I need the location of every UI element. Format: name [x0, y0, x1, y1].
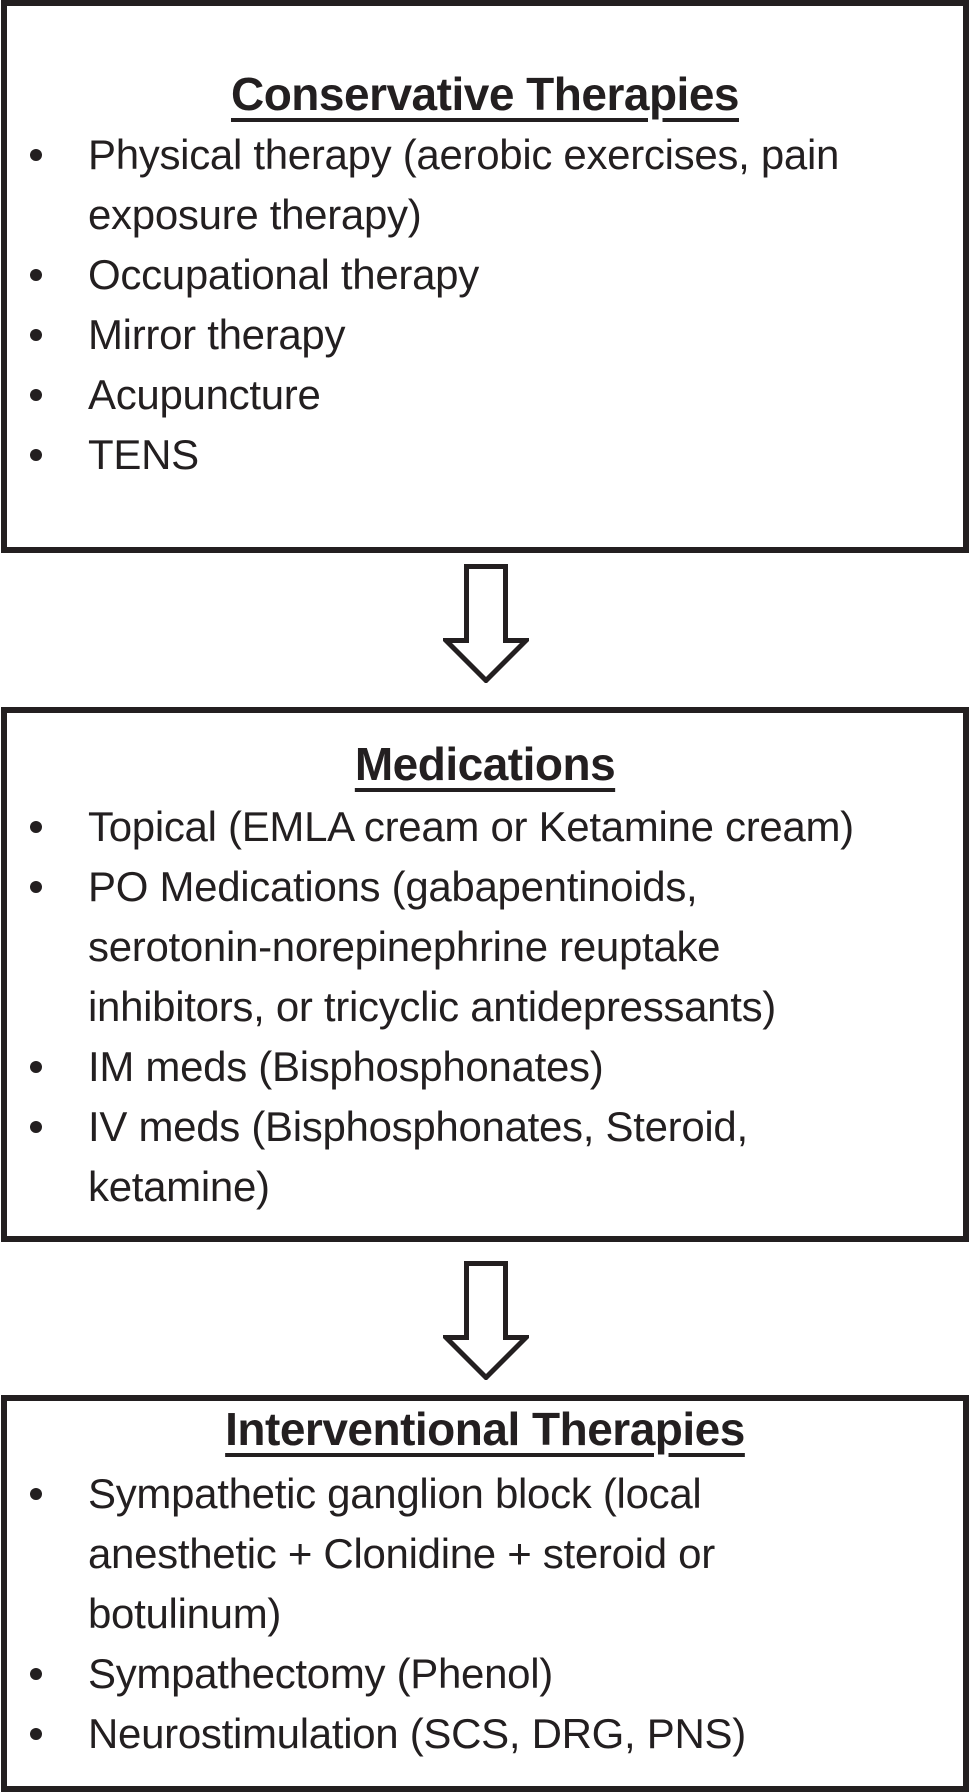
list-item: Topical (EMLA cream or Ketamine cream) [7, 797, 963, 857]
list-item: Neurostimulation (SCS, DRG, PNS) [7, 1704, 963, 1764]
list-item: TENS [7, 425, 963, 485]
list-item-continuation: ketamine) [88, 1163, 270, 1210]
list-item-continuation: serotonin-norepinephrine reuptake [88, 923, 721, 970]
bullet-list: Sympathetic ganglion block (local anesth… [7, 1464, 963, 1764]
list-item-continuation: anesthetic + Clonidine + steroid or [88, 1530, 715, 1577]
list-item: PO Medications (gabapentinoids, [7, 857, 963, 917]
list-item: Sympathectomy (Phenol) [7, 1644, 963, 1704]
interventional-therapies-box: Interventional Therapies Sympathetic gan… [1, 1395, 969, 1792]
down-arrow-icon [443, 1261, 529, 1380]
list-item-continuation: exposure therapy) [88, 191, 422, 238]
list-item: Acupuncture [7, 365, 963, 425]
list-item: Sympathetic ganglion block (local [7, 1464, 963, 1524]
down-arrow-icon [443, 564, 529, 683]
box-title: Interventional Therapies [225, 1403, 745, 1455]
conservative-therapies-box: Conservative Therapies Physical therapy … [1, 0, 969, 553]
list-item: Occupational therapy [7, 245, 963, 305]
list-item-continuation: botulinum) [88, 1590, 282, 1637]
bullet-list: Topical (EMLA cream or Ketamine cream) P… [7, 797, 963, 1217]
list-item: Physical therapy (aerobic exercises, pai… [7, 125, 963, 185]
bullet-list: Physical therapy (aerobic exercises, pai… [7, 125, 963, 485]
box-title: Conservative Therapies [230, 68, 740, 120]
list-item: IM meds (Bisphosphonates) [7, 1037, 963, 1097]
list-item-continuation: inhibitors, or tricyclic antidepressants… [88, 983, 776, 1030]
medications-box: Medications Topical (EMLA cream or Ketam… [1, 707, 969, 1242]
list-item: IV meds (Bisphosphonates, Steroid, [7, 1097, 963, 1157]
box-title: Medications [354, 738, 616, 790]
list-item: Mirror therapy [7, 305, 963, 365]
